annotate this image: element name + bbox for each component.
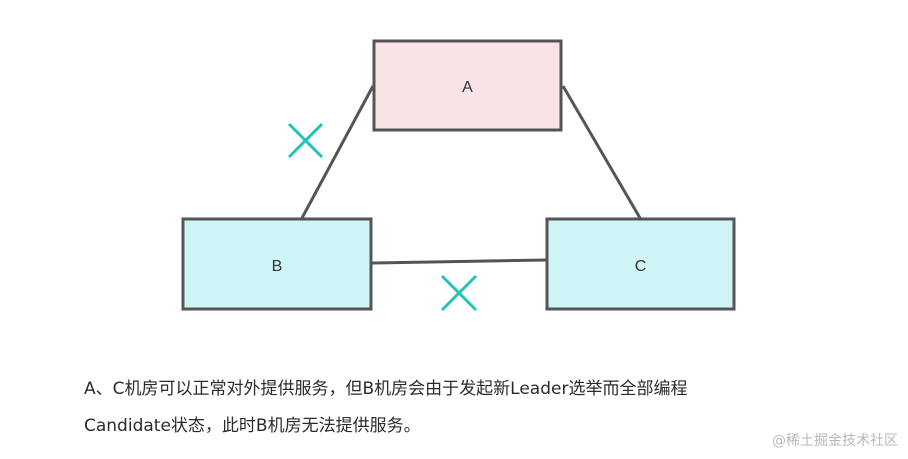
- broken-link-a-b-icon: [287, 122, 324, 159]
- broken-link-b-c-icon: [440, 274, 478, 312]
- caption-line-1: A、C机房可以正常对外提供服务，但B机房会由于发起新Leader选举而全部编程: [84, 379, 688, 399]
- edge-a-b: [300, 85, 375, 219]
- node-a-label: A: [462, 79, 473, 96]
- node-b: B: [181, 217, 373, 311]
- topology-diagram: A B C: [181, 39, 736, 312]
- node-a-box: [372, 39, 563, 132]
- node-c-box: [545, 217, 736, 311]
- node-b-box: [181, 217, 373, 311]
- node-c: C: [545, 217, 736, 311]
- edge-a-c: [561, 85, 642, 219]
- node-b-label: B: [272, 258, 283, 275]
- watermark: @稀土掘金技术社区: [772, 433, 898, 449]
- caption-line-2: Candidate状态，此时B机房无法提供服务。: [84, 416, 421, 436]
- node-c-label: C: [635, 258, 647, 275]
- node-a: A: [372, 39, 563, 132]
- edge-b-c: [371, 258, 547, 265]
